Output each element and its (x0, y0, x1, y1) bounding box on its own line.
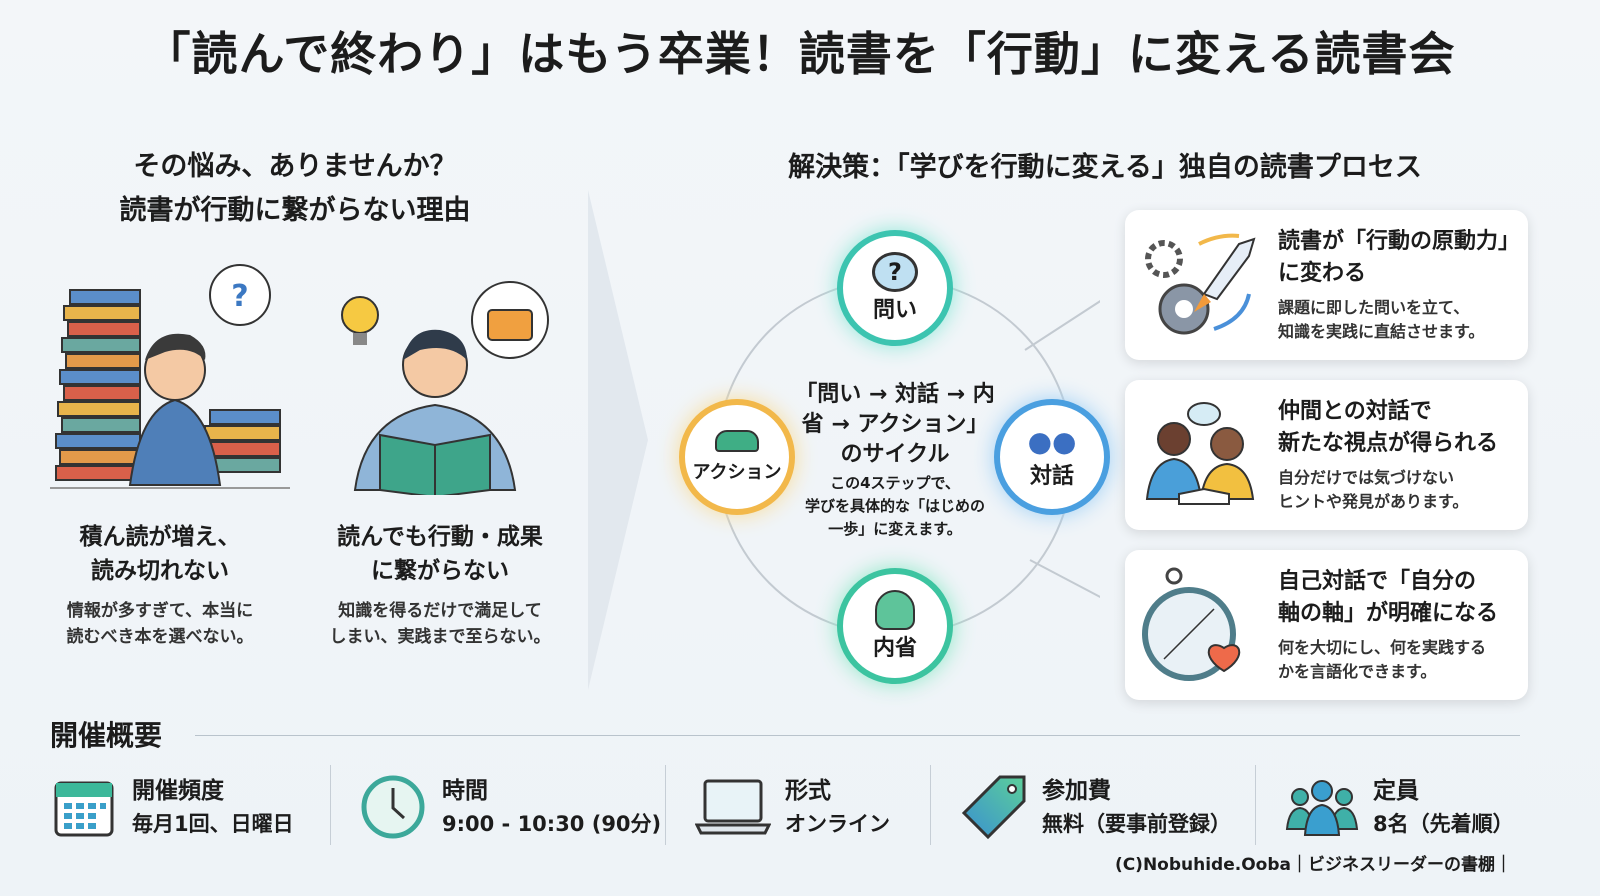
card-title-line: 新たな視点が得られる (1278, 431, 1499, 456)
problem-heading: その悩み、ありませんか？ 読書が行動に繋がらない理由 (40, 145, 550, 233)
summary-value: 8名（先着順） (1373, 812, 1514, 836)
problem-item-2: 読んでも行動・成果 に繋がらない 知識を得るだけで満足して しまい、実践まで至ら… (310, 520, 570, 650)
card-title-line: 軸の軸」が明確になる (1278, 601, 1499, 626)
cycle-desc: この4ステップで、 学びを具体的な「はじめの 一歩」に変えます。 (785, 472, 1005, 541)
summary-value: 無料（要事前登録） (1042, 812, 1231, 836)
walking-shoe-icon (715, 430, 759, 452)
card-desc: 課題に即した問いを立て、知識を実践に直結させます。 (1278, 296, 1528, 344)
svg-text:?: ? (231, 279, 248, 314)
card-desc: 何を大切にし、何を実践するかを言語化できます。 (1278, 636, 1528, 684)
summary-value: 毎月1回、日曜日 (132, 812, 294, 836)
summary-item-format: 形式オンライン (695, 768, 890, 846)
summary-label: 参加費 (1042, 778, 1111, 804)
cycle-desc-line: 一歩」に変えます。 (828, 520, 962, 538)
cycle-step-dialogue: ●● 対話 (994, 399, 1110, 515)
problem-item-title: 積ん読が増え、 (79, 524, 241, 550)
calendar-icon (54, 781, 114, 837)
footer-credit: (C)Nobuhide.Ooba｜ビジネスリーダーの書棚｜ (1114, 855, 1512, 875)
problem-item-desc: 読むべき本を選べない。 (66, 627, 254, 647)
meditation-icon (875, 590, 915, 630)
cycle-step-question: ? 問い (837, 230, 953, 346)
card-desc-line: 知識を実践に直結させます。 (1278, 322, 1485, 341)
card-title: 自己対話で「自分の軸の軸」が明確になる (1278, 566, 1528, 630)
summary-item-time: 時間 9:00 - 10:30 (90分) (360, 768, 661, 846)
card-desc-line: ヒントや発見があります。 (1278, 492, 1469, 511)
card-desc-line: 何を大切にし、何を実践する (1278, 638, 1487, 657)
step-label: 内省 (872, 636, 917, 661)
summary-label: 開催頻度 (132, 778, 224, 804)
card-title-line: 読書が「行動の原動力」 (1278, 229, 1521, 254)
page-title: 「読んで終わり」はもう卒業！読書を「行動」に変える読書会 (144, 27, 1456, 81)
card-title-line: 仲間との対話で (1278, 399, 1432, 424)
card-title-line: 自己対話で「自分の (1278, 569, 1477, 594)
chevron-divider-icon (588, 190, 653, 694)
step-label: アクション (692, 462, 782, 483)
problem-item-desc: しまい、実践まで至らない。 (329, 627, 551, 647)
problem-heading-line2: 読書が行動に繋がらない理由 (119, 195, 471, 226)
summary-value: 9:00 - 10:30 (90分) (442, 812, 662, 836)
people-icon (1285, 780, 1359, 836)
gear-rocket-icon (1139, 224, 1264, 348)
cycle-step-reflection: 内省 (837, 568, 953, 684)
solution-heading: 解決策：「学びを行動に変える」独自の読書プロセス (788, 152, 1422, 183)
summary-label: 形式 (785, 778, 831, 804)
summary-separator (330, 765, 331, 845)
cycle-desc-line: 学びを具体的な「はじめの (804, 497, 985, 515)
summary-item-frequency: 開催頻度毎月1回、日曜日 (52, 768, 294, 846)
summary-separator (1255, 765, 1256, 845)
problem-item-desc: 知識を得るだけで満足して (338, 601, 542, 621)
question-bubble-icon: ? (872, 252, 918, 292)
cycle-step-action: アクション (679, 399, 795, 515)
summary-heading: 開催概要 (50, 719, 163, 752)
card-title: 仲間との対話で新たな視点が得られる (1278, 396, 1528, 460)
summary-separator (665, 765, 666, 845)
problem-item-title: 読んでも行動・成果 (337, 524, 543, 550)
problem-item-title: に繋がらない (371, 558, 509, 584)
card-title: 読書が「行動の原動力」に変わる (1278, 226, 1528, 290)
benefit-card: 自己対話で「自分の軸の軸」が明確になる 何を大切にし、何を実践するかを言語化でき… (1125, 550, 1528, 700)
summary-item-capacity: 定員 8名（先着順） (1285, 768, 1514, 846)
step-label: 問い (872, 298, 917, 323)
card-title-line: に変わる (1278, 261, 1367, 286)
problem-item-1: 積ん読が増え、 読み切れない 情報が多すぎて、本当に 読むべき本を選べない。 (40, 520, 280, 650)
step-label: 対話 (1029, 463, 1074, 489)
two-people-talking-icon (1139, 394, 1264, 518)
benefit-card: 読書が「行動の原動力」に変わる 課題に即した問いを立て、知識を実践に直結させます… (1125, 210, 1528, 360)
card-desc-line: 課題に即した問いを立て、 (1278, 298, 1470, 317)
card-desc-line: かを言語化できます。 (1278, 662, 1437, 681)
card-desc-line: 自分だけでは気づけない (1278, 468, 1455, 487)
cycle-title-line: 「問い → 対話 → 内 (795, 382, 995, 407)
compass-heart-icon (1139, 564, 1264, 688)
dialogue-heads-icon: ●● (1027, 424, 1077, 458)
laptop-icon (695, 779, 771, 835)
reading-person-lightbulb-icon (325, 275, 565, 499)
problem-item-desc: 情報が多すぎて、本当に (66, 601, 254, 621)
cycle-title: 「問い → 対話 → 内 省 → アクション」 のサイクル (790, 380, 1000, 470)
summary-value: オンライン (785, 812, 890, 836)
cycle-title-line: のサイクル (840, 442, 950, 467)
summary-label: 時間 (442, 778, 488, 804)
stacked-books-confused-person-icon: ? (50, 260, 290, 499)
problem-heading-line1: その悩み、ありませんか？ (133, 151, 457, 182)
cycle-title-line: 省 → アクション」 (801, 412, 989, 437)
summary-item-fee: 参加費無料（要事前登録） (960, 768, 1231, 846)
problem-item-title: 読み切れない (91, 558, 229, 584)
clock-icon (361, 775, 425, 839)
summary-divider (195, 735, 1520, 736)
summary-label: 定員 (1373, 778, 1419, 804)
price-tag-icon (961, 775, 1026, 840)
cycle-desc-line: この4ステップで、 (830, 474, 960, 492)
benefit-card: 仲間との対話で新たな視点が得られる 自分だけでは気づけないヒントや発見があります… (1125, 380, 1528, 530)
card-desc: 自分だけでは気づけないヒントや発見があります。 (1278, 466, 1528, 514)
summary-separator (930, 765, 931, 845)
